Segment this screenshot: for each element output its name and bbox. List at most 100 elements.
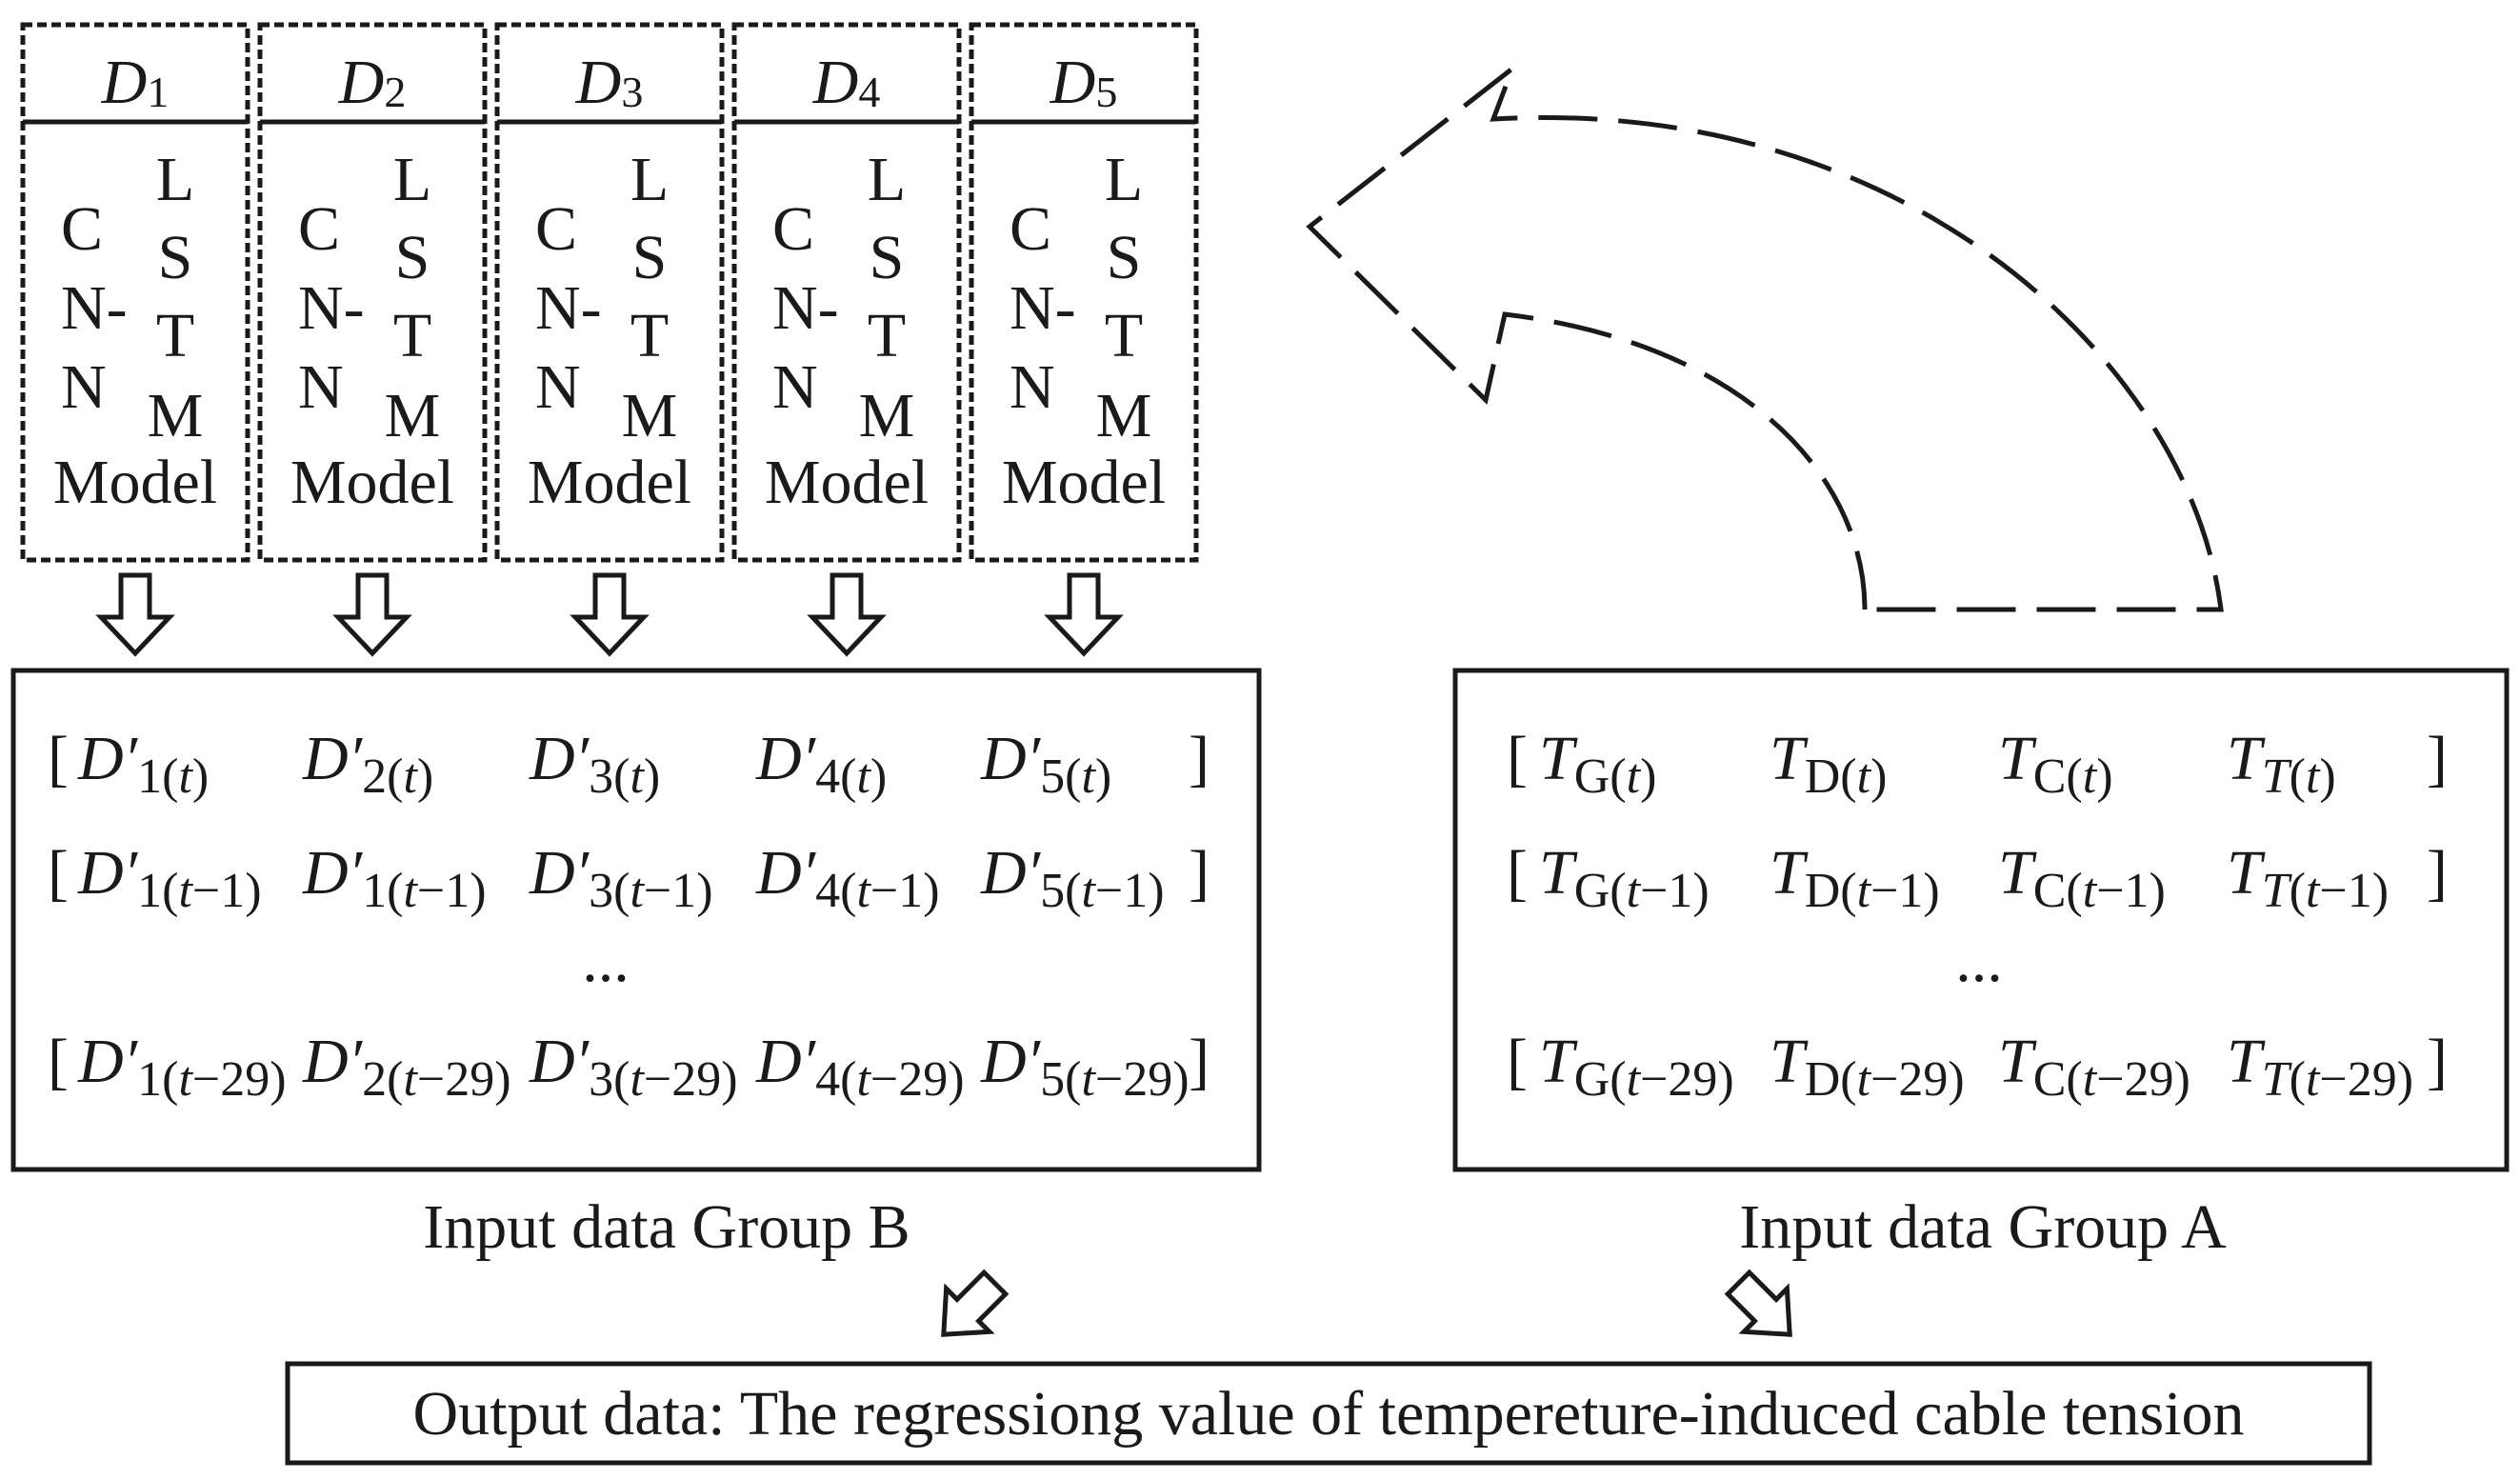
matrix-cell: D′1(t−1) bbox=[302, 838, 487, 918]
matrix-row: [] TG(t−1) TD(t−1) TC(t−1) TT(t−1) bbox=[1507, 838, 2448, 918]
model-letter: N bbox=[298, 352, 344, 422]
matrix-cell: D′4(t−1) bbox=[755, 838, 940, 918]
model-letter: M bbox=[622, 381, 678, 450]
matrix-cell: TC(t−1) bbox=[1998, 838, 2166, 918]
matrix-cell: TD(t−29) bbox=[1770, 1027, 1965, 1107]
matrix-cell: D′1(t−1) bbox=[77, 838, 262, 918]
model-boxes: D1CN-NLSTMModelD2CN-NLSTMModelD3CN-NLSTM… bbox=[20, 22, 1199, 563]
model-word: Model bbox=[53, 448, 217, 517]
model-label: D4 bbox=[812, 48, 881, 117]
model-letter: L bbox=[630, 145, 669, 214]
model-letter: N bbox=[61, 352, 107, 422]
bracket-open: [ bbox=[1507, 838, 1528, 908]
model-label: D2 bbox=[338, 48, 407, 117]
feedback-curved-arrow bbox=[1306, 61, 2224, 612]
group-a-box bbox=[1452, 668, 2510, 1172]
bracket-close: ] bbox=[1189, 838, 1210, 908]
model-letter: N bbox=[535, 352, 581, 422]
matrix-cell: D′2(t) bbox=[302, 724, 433, 804]
matrix-cell: TT(t−1) bbox=[2227, 838, 2389, 918]
model-letter: T bbox=[156, 301, 194, 370]
model-word: Model bbox=[290, 448, 454, 517]
group-a-caption: Input data Group A bbox=[1739, 1192, 2227, 1262]
model-word: Model bbox=[1002, 448, 1166, 517]
model-word: Model bbox=[528, 448, 691, 517]
bracket-close: ] bbox=[1189, 724, 1210, 793]
matrix-cell: D′5(t−1) bbox=[980, 838, 1165, 918]
model-output-arrows bbox=[95, 572, 1124, 657]
model-letter: C bbox=[61, 194, 103, 264]
model-letter: M bbox=[385, 381, 441, 450]
model-letter: C bbox=[772, 194, 814, 264]
bracket-open: [ bbox=[1507, 1027, 1528, 1096]
model-letter: S bbox=[1107, 223, 1142, 292]
matrix-cell: D′5(t) bbox=[980, 724, 1111, 804]
matrix-row: [] TG(t−29) TD(t−29) TC(t−29) TT(t−29) bbox=[1507, 1027, 2448, 1107]
output-label: Output data: The regressiong value of te… bbox=[412, 1379, 2244, 1449]
model-letter: N bbox=[1010, 352, 1055, 422]
bracket-open: [ bbox=[48, 724, 69, 793]
down-arrow bbox=[807, 572, 887, 657]
matrix-cell: D′3(t−1) bbox=[529, 838, 713, 918]
bracket-close: ] bbox=[2427, 1027, 2448, 1096]
model-letter: L bbox=[156, 145, 194, 214]
group-a-matrix: []TG(t)TD(t)TC(t)TT(t)[]TG(t−1)TD(t−1)TC… bbox=[1507, 724, 2448, 1107]
group-b-caption: Input data Group B bbox=[423, 1192, 910, 1262]
model-box-frame bbox=[20, 22, 250, 563]
matrix-cell: D′5(t−29) bbox=[980, 1027, 1190, 1107]
model-label: D3 bbox=[575, 48, 644, 117]
matrix-cell: TC(t) bbox=[1998, 724, 2113, 804]
model-letter: C bbox=[535, 194, 577, 264]
matrix-cell: TG(t−1) bbox=[1539, 838, 1710, 918]
bracket-open: [ bbox=[48, 838, 69, 908]
model-letter: L bbox=[868, 145, 906, 214]
matrix-cell: TD(t) bbox=[1770, 724, 1887, 804]
model-letter: S bbox=[158, 223, 193, 292]
matrix-row: []D′1(t)D′2(t)D′3(t)D′4(t)D′5(t) bbox=[48, 724, 1210, 804]
matrix-cell: TT(t−29) bbox=[2227, 1027, 2413, 1107]
model-box-frame bbox=[257, 22, 488, 563]
model-word: Model bbox=[765, 448, 929, 517]
model-letter: N- bbox=[1010, 273, 1076, 343]
matrix-cell: D′2(t−29) bbox=[302, 1027, 511, 1107]
matrix-cell: D′3(t−29) bbox=[529, 1027, 738, 1107]
model-letter: N- bbox=[535, 273, 602, 343]
model-box-frame bbox=[731, 22, 962, 563]
model-letter: N- bbox=[772, 273, 839, 343]
model-letter: T bbox=[1105, 301, 1143, 370]
down-arrow bbox=[1044, 572, 1124, 657]
down-arrow bbox=[570, 572, 650, 657]
model-letter: T bbox=[630, 301, 669, 370]
model-label: D5 bbox=[1050, 48, 1118, 117]
matrix-row: []TG(t)TD(t)TC(t)TT(t) bbox=[1507, 724, 2448, 804]
bracket-close: ] bbox=[2427, 724, 2448, 793]
matrix-cell: D′1(t−29) bbox=[77, 1027, 287, 1107]
output-box bbox=[285, 1361, 2372, 1466]
model-letter: S bbox=[870, 223, 905, 292]
model-box-frame bbox=[969, 22, 1199, 563]
matrix-cell: TG(t−29) bbox=[1539, 1027, 1734, 1107]
model-letter: M bbox=[148, 381, 204, 450]
matrix-cell: TC(t−29) bbox=[1998, 1027, 2190, 1107]
model-letter: C bbox=[1010, 194, 1051, 264]
matrix-cell: TD(t−1) bbox=[1770, 838, 1940, 918]
model-letter: T bbox=[393, 301, 431, 370]
model-letter: T bbox=[868, 301, 906, 370]
down-arrow bbox=[95, 572, 175, 657]
bracket-close: ] bbox=[2427, 838, 2448, 908]
bracket-close: ] bbox=[1189, 1027, 1210, 1096]
model-letter: L bbox=[393, 145, 431, 214]
down-arrow bbox=[332, 572, 412, 657]
matrix-cell: D′1(t) bbox=[77, 724, 209, 804]
matrix-ellipsis: ... bbox=[582, 926, 630, 995]
matrix-ellipsis: ... bbox=[1955, 926, 2003, 995]
group-b-to-output-arrow bbox=[941, 1269, 1010, 1337]
matrix-row: []D′1(t−29)D′2(t−29)D′3(t−29)D′4(t−29)D′… bbox=[48, 1027, 1210, 1107]
model-letter: L bbox=[1105, 145, 1143, 214]
model-letter: N bbox=[772, 352, 818, 422]
